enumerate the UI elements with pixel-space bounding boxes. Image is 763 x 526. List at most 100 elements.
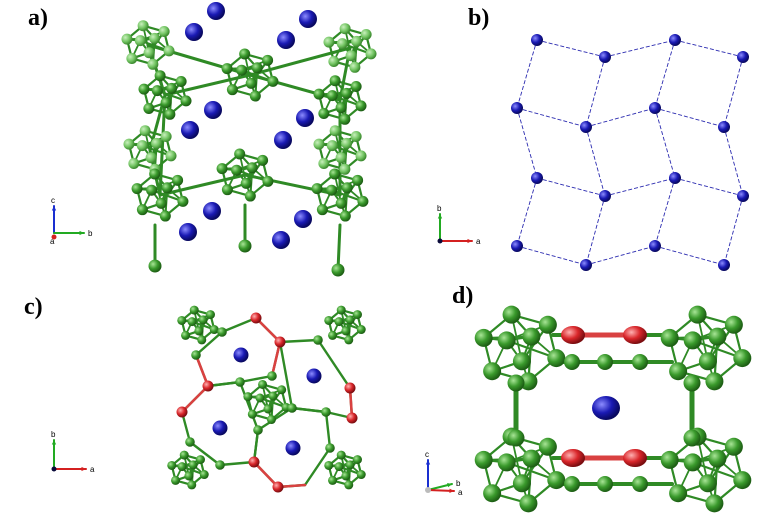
axis-origin bbox=[51, 466, 57, 472]
boron-atom bbox=[136, 140, 148, 152]
boron-atom bbox=[143, 47, 155, 59]
boron-atom bbox=[339, 113, 351, 125]
boron-atom bbox=[564, 476, 580, 492]
dashed-link bbox=[604, 177, 676, 197]
boron-atom bbox=[326, 184, 338, 196]
boron-atom bbox=[669, 484, 688, 503]
boron-atom bbox=[177, 195, 189, 207]
red-atom bbox=[346, 412, 358, 424]
metal-atom bbox=[207, 2, 225, 20]
bond bbox=[324, 410, 332, 450]
boron-atom bbox=[345, 50, 357, 62]
boron-atom bbox=[329, 125, 341, 137]
panel-b-sublattice bbox=[511, 34, 749, 271]
panel-c-projection bbox=[167, 305, 366, 493]
bond bbox=[238, 380, 260, 432]
boron-atom bbox=[244, 190, 256, 202]
panel-d-cage bbox=[474, 305, 752, 513]
boron-atom bbox=[262, 175, 274, 187]
boron-atom bbox=[497, 331, 516, 350]
dashed-link bbox=[516, 177, 538, 247]
dashed-link bbox=[654, 245, 725, 266]
boron-atom bbox=[328, 330, 338, 340]
boron-atom bbox=[632, 354, 648, 370]
boron-atom bbox=[538, 315, 557, 334]
boron-atom bbox=[708, 327, 727, 346]
boron-atom bbox=[236, 64, 248, 76]
boron-atom bbox=[311, 183, 323, 195]
metal-atom bbox=[599, 51, 611, 63]
boron-atom bbox=[160, 131, 172, 143]
boron-atom bbox=[165, 150, 177, 162]
boron-atom bbox=[316, 204, 328, 216]
boron-atom bbox=[341, 182, 353, 194]
boron-atom bbox=[350, 81, 362, 93]
metal-atom bbox=[599, 190, 611, 202]
boron-atom bbox=[258, 379, 268, 389]
axis-label: a bbox=[90, 465, 95, 474]
dashed-link bbox=[516, 107, 587, 128]
dashed-link bbox=[536, 177, 606, 197]
boron-atom bbox=[185, 437, 195, 447]
boron-atom bbox=[151, 85, 163, 97]
dashed-link bbox=[723, 56, 744, 128]
bond bbox=[163, 73, 252, 97]
metal-atom bbox=[649, 102, 661, 114]
axis-arrowhead bbox=[425, 460, 431, 465]
boron-atom bbox=[334, 462, 344, 472]
boron-atom bbox=[194, 326, 204, 336]
boron-atom bbox=[267, 371, 277, 381]
axis-arrowhead bbox=[51, 206, 57, 211]
axis-origin bbox=[51, 234, 57, 240]
boron-atom bbox=[350, 131, 362, 143]
boron-atom bbox=[341, 471, 351, 481]
boron-atom bbox=[341, 137, 353, 149]
metal-atom bbox=[233, 347, 249, 363]
boron-atom bbox=[253, 425, 263, 435]
bond bbox=[188, 440, 222, 467]
boron-atom bbox=[356, 325, 366, 335]
boron-atom bbox=[502, 305, 521, 324]
boron-atom bbox=[349, 61, 361, 73]
boron-atom bbox=[323, 36, 335, 48]
boron-atom bbox=[336, 305, 346, 315]
boron-atom bbox=[341, 87, 353, 99]
boron-atom bbox=[177, 315, 187, 325]
metal-atom bbox=[181, 121, 199, 139]
metal-atom bbox=[212, 420, 228, 436]
axis-triad-c: ba bbox=[51, 430, 95, 474]
boron-atom bbox=[226, 84, 238, 96]
boron-atom bbox=[339, 210, 351, 222]
boron-atom bbox=[164, 108, 176, 120]
boron-atom bbox=[507, 374, 525, 392]
dashed-link bbox=[654, 177, 676, 247]
boron-atom bbox=[187, 480, 197, 490]
dashed-link bbox=[674, 39, 744, 58]
axis-triad-d: cba bbox=[425, 450, 463, 497]
boron-atom bbox=[698, 474, 717, 493]
axis-arrowhead bbox=[81, 466, 86, 472]
metal-atom bbox=[737, 190, 749, 202]
metal-atom bbox=[272, 231, 290, 249]
boron-atom bbox=[507, 429, 525, 447]
dashed-link bbox=[654, 107, 676, 179]
bond bbox=[252, 460, 280, 489]
boron-atom bbox=[235, 377, 245, 387]
boron-atom bbox=[688, 305, 707, 324]
dashed-link bbox=[516, 107, 538, 179]
panel-a-structure bbox=[121, 2, 377, 277]
boron-atom bbox=[724, 315, 743, 334]
boron-atom bbox=[597, 476, 613, 492]
boron-atom bbox=[497, 453, 516, 472]
boron-atom bbox=[160, 97, 172, 109]
boron-atom bbox=[331, 263, 345, 277]
boron-atom bbox=[733, 471, 752, 490]
panel-label-b: b) bbox=[468, 5, 489, 31]
red-atom bbox=[202, 380, 214, 392]
boron-atom bbox=[705, 494, 724, 513]
axis-label: b bbox=[51, 430, 56, 439]
boron-atom bbox=[247, 409, 257, 419]
boron-atom bbox=[318, 107, 330, 119]
axis-triad-b: ba bbox=[437, 204, 481, 246]
axis-label: c bbox=[51, 196, 55, 205]
